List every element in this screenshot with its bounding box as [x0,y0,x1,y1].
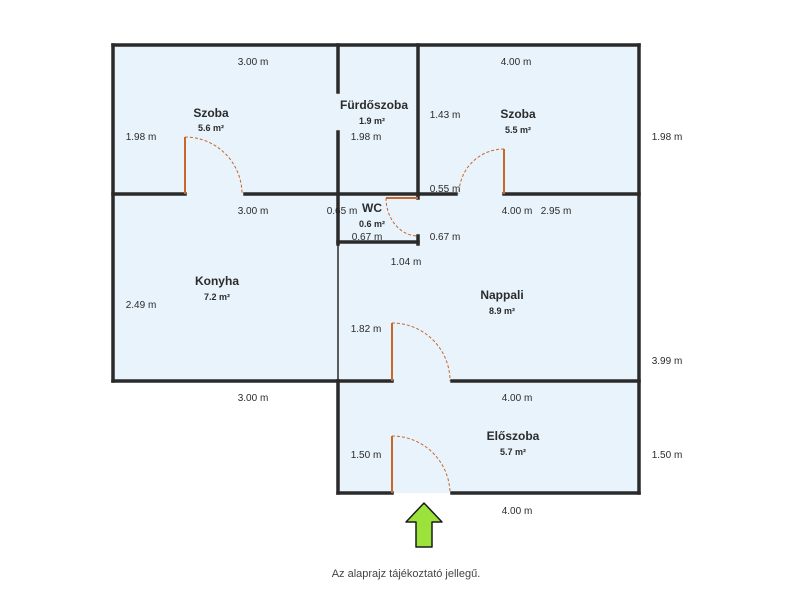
dim-szoba-right-bottom: 4.00 m [502,206,533,217]
door-eloszoba [391,435,451,494]
walls [111,43,641,495]
room-area-wc: 0.6 m² [359,219,385,229]
floor-wc [338,194,418,242]
room-name-szoba-left: Szoba [193,106,229,120]
dimension-labels: 3.00 m 1.98 m 3.00 m 1.98 m 4.00 m 1.43 … [126,57,683,517]
door-szoba-right [458,148,505,195]
entrance-arrow-icon [405,502,443,548]
dim-wc-right: 0.67 m [430,232,461,243]
dim-szoba-left-side: 1.98 m [126,132,157,143]
room-name-nappali: Nappali [480,288,523,302]
room-name-wc: WC [362,201,382,215]
dim-right-outer-mid: 3.99 m [652,356,683,367]
floor-szoba-right [418,46,639,194]
dim-eloszoba-top: 4.00 m [502,393,533,404]
room-name-szoba-right: Szoba [500,107,536,121]
room-name-furdoszoba: Fürdőszoba [340,98,408,112]
door-nappali [391,322,451,382]
floor-eloszoba [338,381,639,493]
door-wc [385,197,419,237]
dim-konyha-bottom: 3.00 m [238,393,269,404]
dim-szoba-right-door: 0.55 m [430,184,461,195]
dim-eloszoba-bottom: 4.00 m [502,506,533,517]
dim-wc-bottom: 0.67 m [352,232,383,243]
dim-szoba-left-top: 3.00 m [238,57,269,68]
dim-furdo-side: 1.98 m [351,132,382,143]
room-labels: Szoba 5.6 m² Fürdőszoba 1.9 m² Szoba 5.5… [193,98,539,457]
room-area-eloszoba: 5.7 m² [500,447,526,457]
dim-nappali-door: 1.82 m [351,324,382,335]
floor-konyha [113,194,338,381]
floor-nappali-b [418,194,639,242]
dim-szoba-right-left: 1.43 m [430,110,461,121]
dim-konyha-side: 2.49 m [126,300,157,311]
dim-wc-left: 0.65 m [327,206,358,217]
footnote: Az alaprajz tájékoztató jellegű. [332,568,481,580]
dim-eloszoba-right: 1.50 m [652,450,683,461]
room-name-eloszoba: Előszoba [487,429,540,443]
floor-nappali-a [338,242,639,381]
room-area-szoba-left: 5.6 m² [198,123,224,133]
door-szoba-left [184,136,243,195]
floor-szoba-left [113,46,338,194]
room-area-konyha: 7.2 m² [204,292,230,302]
dim-szoba-right-top: 4.00 m [501,57,532,68]
room-floors [113,46,639,493]
dim-nappali-extra: 2.95 m [541,206,572,217]
dim-eloszoba-left: 1.50 m [351,450,382,461]
dim-right-outer-top: 1.98 m [652,132,683,143]
floor-furdoszoba [338,46,418,194]
room-area-szoba-right: 5.5 m² [505,125,531,135]
room-name-konyha: Konyha [195,274,239,288]
doors [184,136,505,494]
dim-wc-corridor: 1.04 m [391,257,422,268]
dim-szoba-left-bottom: 3.00 m [238,206,269,217]
room-area-nappali: 8.9 m² [489,306,515,316]
room-area-furdoszoba: 1.9 m² [359,116,385,126]
